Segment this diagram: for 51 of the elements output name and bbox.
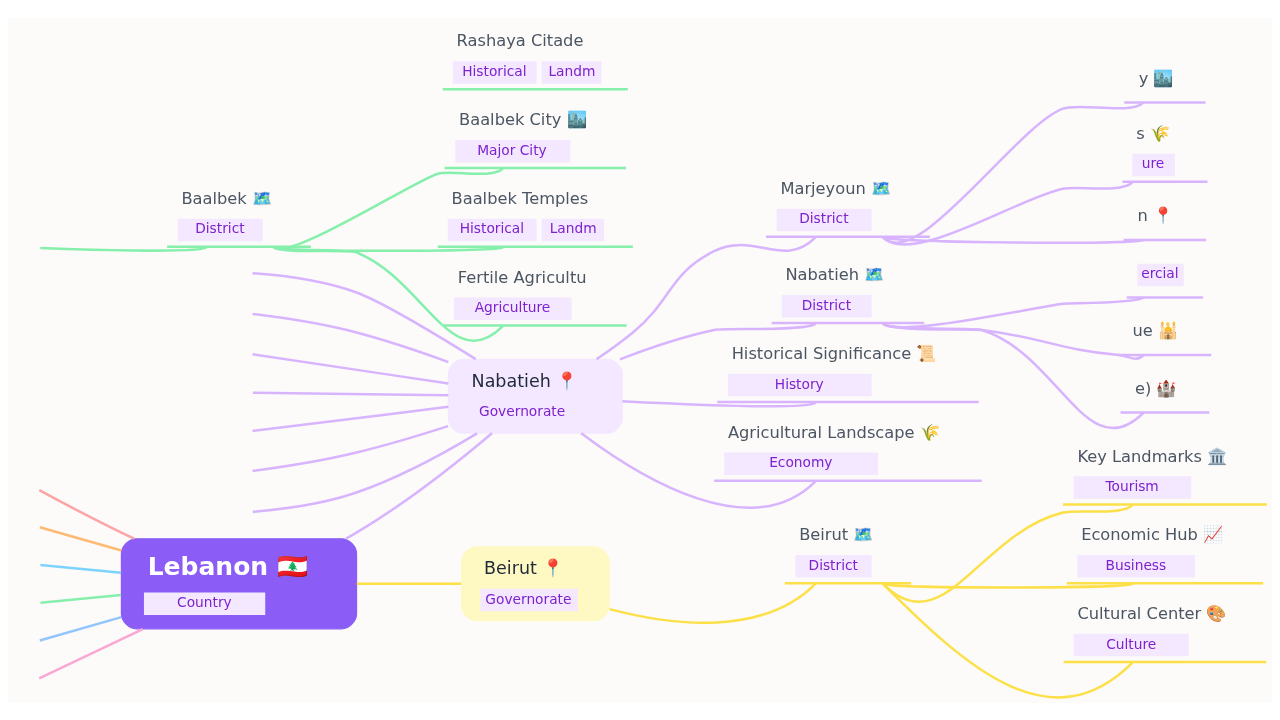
node-label: s 🌾 — [1136, 123, 1170, 143]
node-box: Beirut 📍 Governorate — [460, 545, 610, 621]
node-label: Beirut 🗺 — [799, 524, 874, 544]
connector — [252, 352, 449, 385]
connector — [39, 525, 122, 552]
connector — [345, 431, 493, 540]
connector — [252, 424, 449, 472]
node-label: Key Landmarks 🏛 — [1077, 446, 1228, 466]
connector — [252, 431, 478, 513]
node-label: Baalbek 🗺 — [181, 188, 272, 208]
connector — [252, 405, 449, 432]
connector — [40, 563, 122, 574]
connector — [882, 582, 1133, 589]
node-label: Historical Significance 📜 — [731, 343, 937, 363]
connector — [595, 236, 817, 360]
connector — [622, 399, 816, 407]
node-label: Nabatieh 🗺 — [785, 264, 885, 284]
connector — [609, 582, 817, 624]
connector — [882, 582, 1134, 698]
connector — [40, 245, 207, 252]
connector — [882, 180, 1134, 246]
connector — [252, 312, 449, 363]
node-label: Baalbek City 🏙 — [459, 109, 587, 129]
connector — [356, 582, 462, 585]
node-label: Fertile Agricultu — [457, 267, 587, 287]
node-text: n 📍 — [1137, 205, 1173, 225]
connector — [619, 322, 816, 361]
node-text: ue 🕌 — [1132, 320, 1178, 340]
connector — [580, 431, 817, 509]
connector — [882, 503, 1134, 602]
connector — [882, 235, 1144, 244]
connector — [38, 627, 144, 680]
connector — [273, 245, 504, 342]
connector — [38, 488, 135, 540]
node-text: y 🏙 — [1138, 68, 1174, 88]
node-label: Cultural Center 🎨 — [1077, 603, 1227, 623]
node-label: Economic Hub 📈 — [1081, 524, 1223, 544]
node-label: Rashaya Citade — [456, 30, 584, 50]
node-box: Lebanon 🇱🇧 Country — [120, 537, 358, 629]
connector — [882, 295, 1145, 329]
connector — [882, 100, 1145, 244]
connector — [252, 271, 477, 360]
connector — [39, 615, 122, 642]
node-label: Agricultural Landscape 🌾 — [727, 422, 940, 442]
node-box: Nabatieh 📍 Governorate — [447, 358, 623, 434]
node-label: Marjeyoun 🗺 — [780, 178, 891, 198]
connector — [252, 390, 449, 396]
connector — [40, 593, 122, 604]
connector — [882, 322, 1145, 429]
node-text: e) 🏰 — [1134, 378, 1177, 398]
node-label: Baalbek Temples — [451, 188, 589, 208]
